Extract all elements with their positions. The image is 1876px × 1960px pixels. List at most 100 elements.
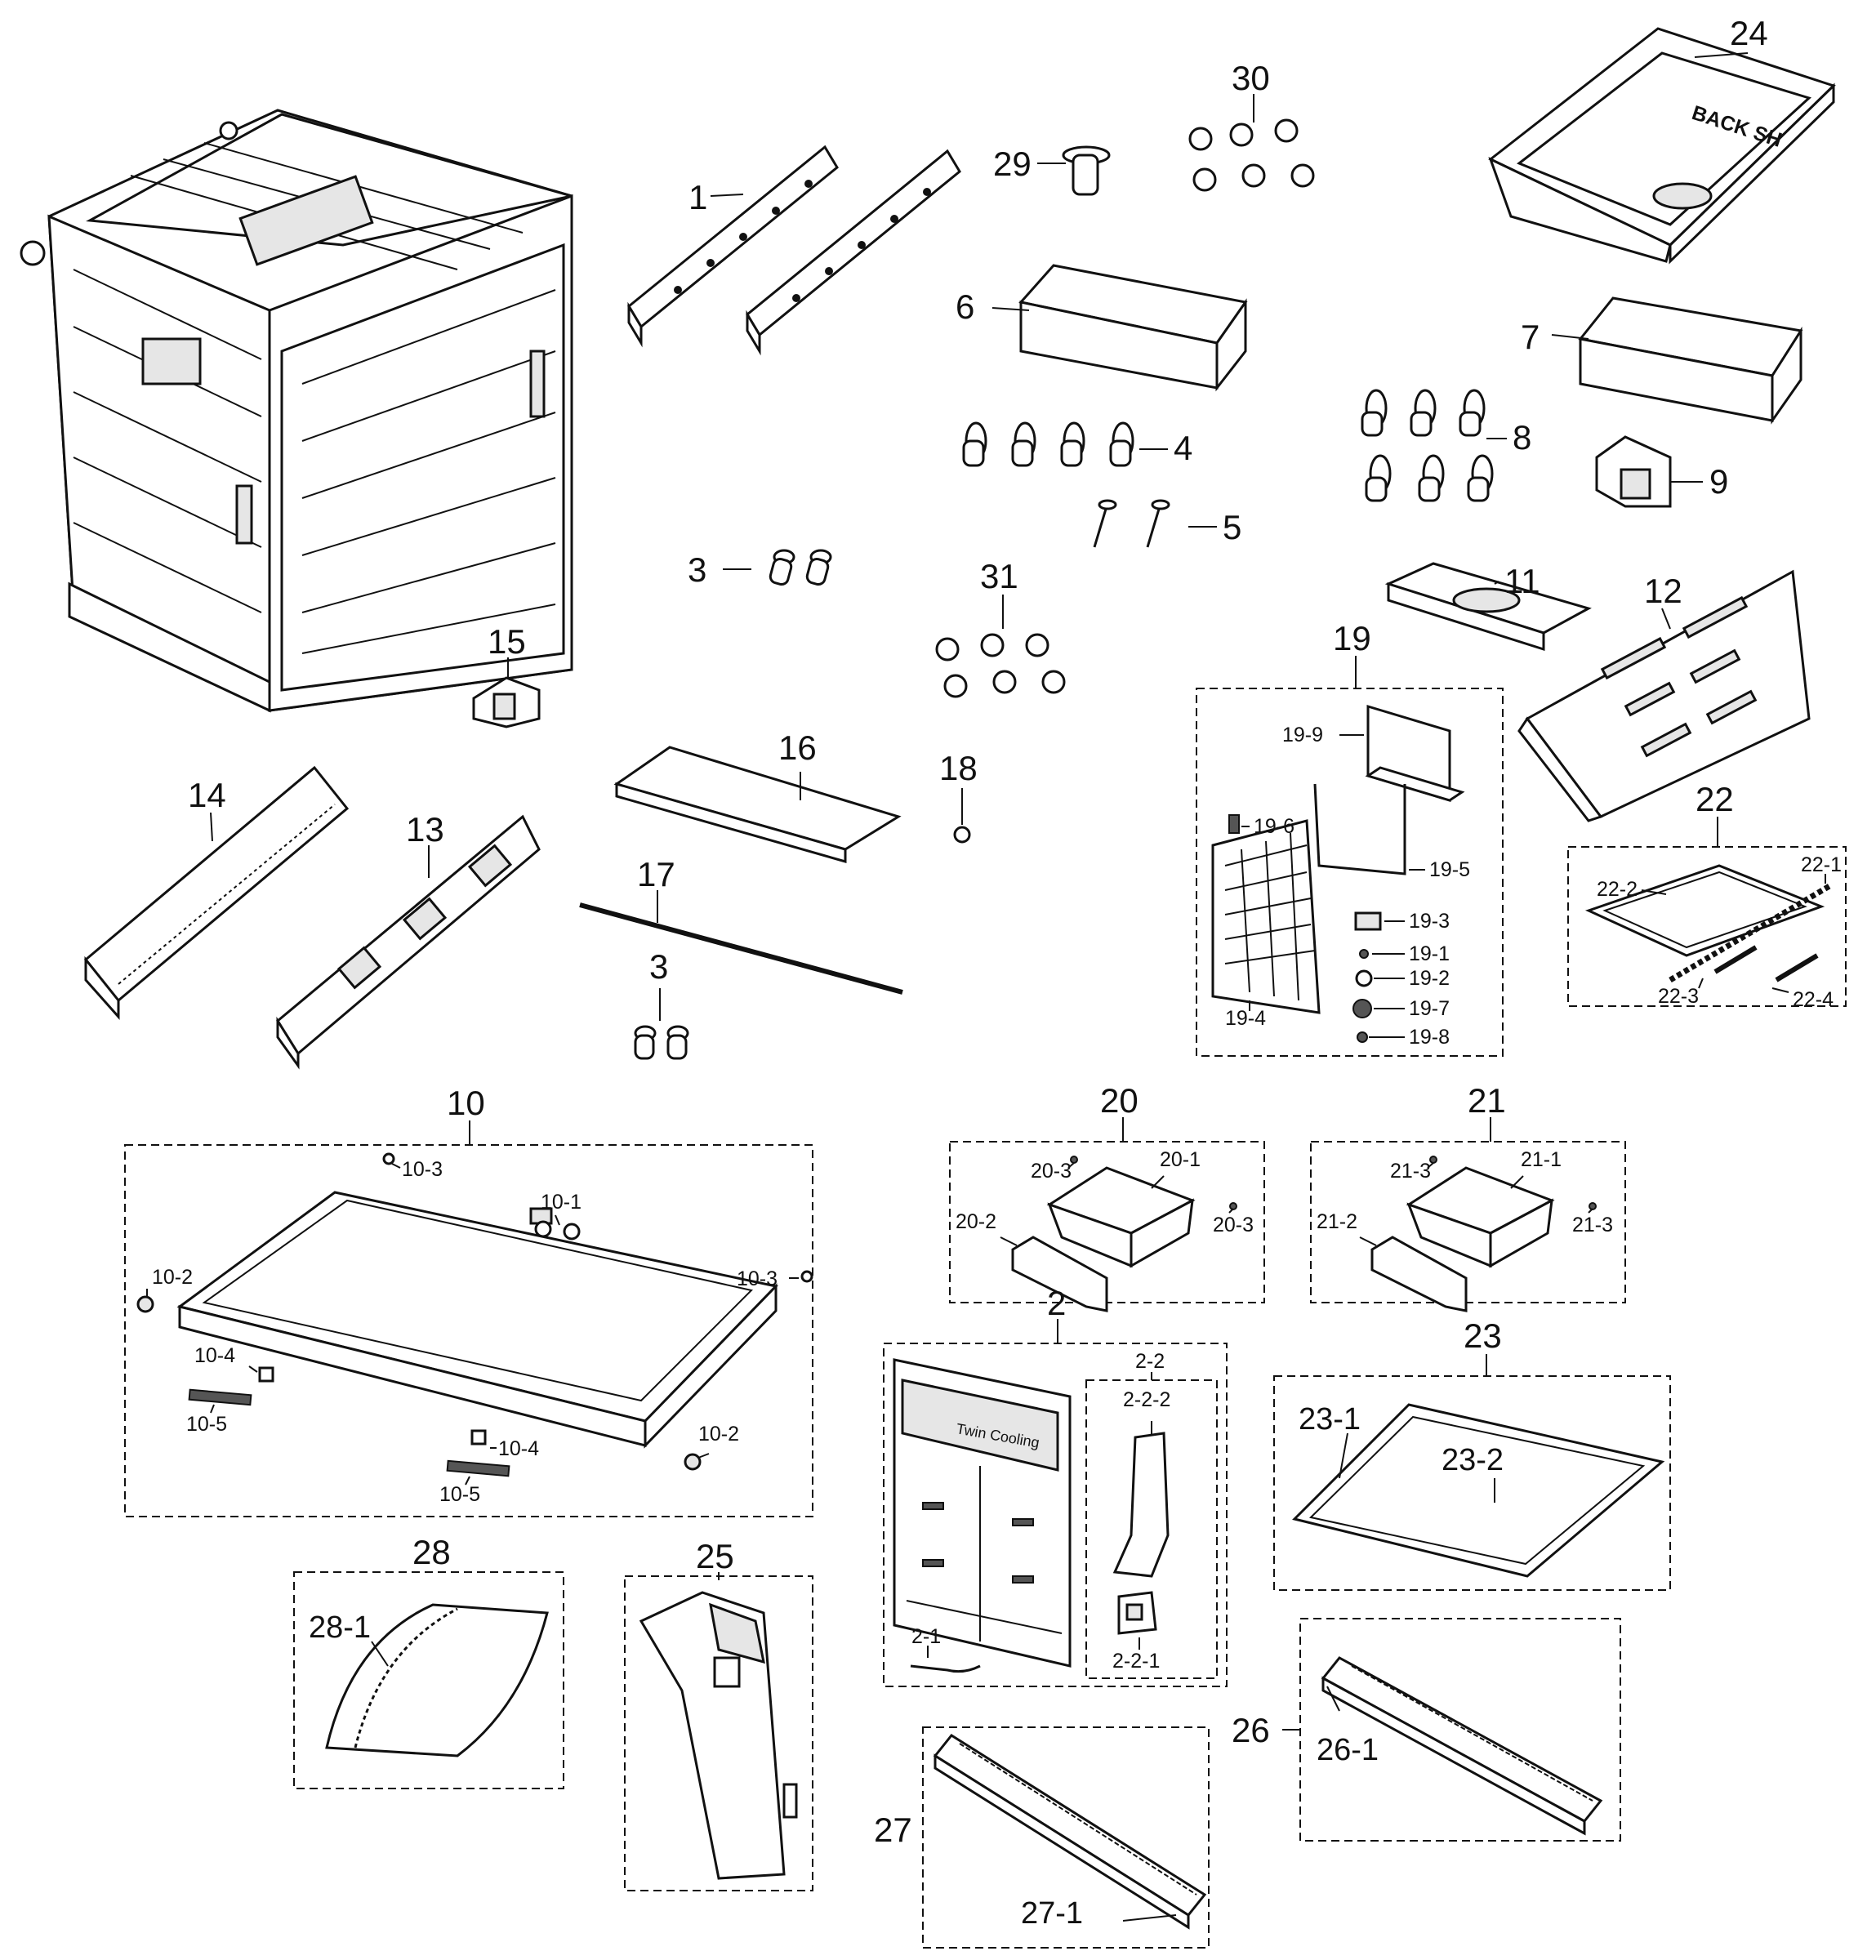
part-20-drawer	[1000, 1156, 1237, 1312]
label-19-1: 19-1	[1409, 942, 1450, 965]
label-19-5: 19-5	[1429, 858, 1470, 881]
label-27-1: 27-1	[1021, 1896, 1083, 1931]
label-22-3: 22-3	[1658, 985, 1699, 1008]
label-10-5-right: 10-5	[439, 1483, 480, 1506]
box-19	[1196, 688, 1504, 1057]
label-10-2-left: 10-2	[152, 1266, 193, 1289]
label-3-lower: 3	[649, 947, 668, 986]
label-22-4: 22-4	[1793, 988, 1834, 1011]
label-10-4-left: 10-4	[194, 1344, 235, 1367]
label-23-1: 23-1	[1299, 1402, 1361, 1437]
label-10-3-top: 10-3	[402, 1158, 443, 1181]
box-23	[1273, 1375, 1671, 1591]
label-2-2-2: 2-2-2	[1123, 1388, 1170, 1411]
label-3-upper: 3	[688, 550, 706, 589]
part-15-clip	[472, 657, 541, 728]
label-8: 8	[1513, 418, 1531, 457]
box-28	[293, 1571, 564, 1789]
label-20-3-right: 20-3	[1213, 1214, 1254, 1236]
label-21-3-right: 21-3	[1572, 1214, 1613, 1236]
label-20: 20	[1100, 1081, 1139, 1120]
part-1-rails	[627, 145, 961, 356]
label-26-1: 26-1	[1317, 1733, 1379, 1767]
part-21-drawer	[1359, 1156, 1597, 1312]
box-2	[883, 1343, 1228, 1687]
label-19-3: 19-3	[1409, 910, 1450, 933]
label-21: 21	[1468, 1081, 1506, 1120]
box-22	[1567, 846, 1847, 1007]
label-10: 10	[447, 1084, 485, 1122]
part-31-screws	[935, 595, 1066, 698]
label-19-6: 19-6	[1254, 815, 1294, 838]
part-3-screws-upper	[723, 549, 832, 586]
label-11: 11	[1504, 562, 1540, 600]
label-17: 17	[637, 855, 675, 893]
cabinet-body	[20, 109, 573, 713]
part-24-bin: BACK SH	[1488, 27, 1836, 265]
label-19-7: 19-7	[1409, 997, 1450, 1020]
label-21-2: 21-2	[1317, 1210, 1357, 1233]
label-28-1: 28-1	[309, 1610, 371, 1645]
part-28-cover	[325, 1603, 549, 1757]
part-2-2-components	[1112, 1372, 1170, 1650]
label-12: 12	[1644, 572, 1682, 610]
label-25: 25	[696, 1537, 734, 1575]
box-27	[922, 1726, 1210, 1949]
label-24: 24	[1730, 14, 1768, 52]
label-10-3-right: 10-3	[737, 1267, 778, 1290]
part-23-shelf	[1292, 1403, 1665, 1578]
part-16-panel	[613, 746, 902, 863]
part-6-small-bin	[991, 264, 1248, 392]
label-10-5-left: 10-5	[186, 1413, 227, 1436]
box-21	[1310, 1141, 1626, 1303]
label-6: 6	[956, 287, 974, 326]
part-25-duct	[639, 1591, 798, 1880]
label-22-2: 22-2	[1597, 878, 1638, 901]
label-1: 1	[688, 178, 707, 216]
label-13: 13	[406, 810, 444, 849]
label-2-2: 2-2	[1135, 1350, 1165, 1373]
label-21-1: 21-1	[1521, 1148, 1562, 1171]
label-18: 18	[939, 749, 978, 787]
label-7: 7	[1521, 318, 1540, 356]
part-27-rail	[933, 1734, 1207, 1930]
label-20-1: 20-1	[1160, 1148, 1201, 1171]
part-11-bracket	[1384, 562, 1592, 652]
label-20-2: 20-2	[956, 1210, 996, 1233]
label-9: 9	[1709, 462, 1728, 501]
label-2-1: 2-1	[911, 1625, 941, 1648]
label-2: 2	[1047, 1284, 1066, 1322]
label-20-3-left: 20-3	[1031, 1160, 1072, 1183]
part-14-rail	[83, 765, 350, 1020]
label-28: 28	[412, 1533, 451, 1571]
label-26: 26	[1232, 1711, 1270, 1749]
part-7-small-bin	[1551, 296, 1803, 425]
label-19-8: 19-8	[1409, 1026, 1450, 1049]
part-4-screws	[962, 421, 1168, 467]
label-5: 5	[1223, 508, 1241, 546]
label-23-2: 23-2	[1442, 1443, 1504, 1477]
part-17-rod	[579, 890, 903, 995]
label-19-4: 19-4	[1225, 1007, 1266, 1030]
part-18-screw	[953, 788, 971, 844]
part-2-guard: Twin Cooling	[893, 1358, 1072, 1673]
label-21-3-left: 21-3	[1390, 1160, 1431, 1183]
label-22: 22	[1696, 780, 1734, 818]
part-26-rail	[1321, 1656, 1603, 1836]
label-23: 23	[1464, 1316, 1502, 1355]
part-13-rail	[276, 814, 541, 1070]
label-2-2-1: 2-2-1	[1112, 1650, 1160, 1673]
part-10-shelf	[136, 1152, 813, 1486]
label-31: 31	[980, 557, 1018, 595]
label-16: 16	[778, 728, 817, 767]
label-4: 4	[1174, 429, 1192, 467]
part-5-pins	[1093, 499, 1217, 548]
part-29-pin	[1037, 145, 1111, 196]
label-10-4-right: 10-4	[498, 1437, 539, 1460]
part-9-module	[1595, 435, 1703, 508]
label-10-2-right: 10-2	[698, 1423, 739, 1446]
label-22-1: 22-1	[1801, 853, 1842, 876]
label-14: 14	[188, 776, 226, 814]
label-29: 29	[993, 145, 1032, 183]
